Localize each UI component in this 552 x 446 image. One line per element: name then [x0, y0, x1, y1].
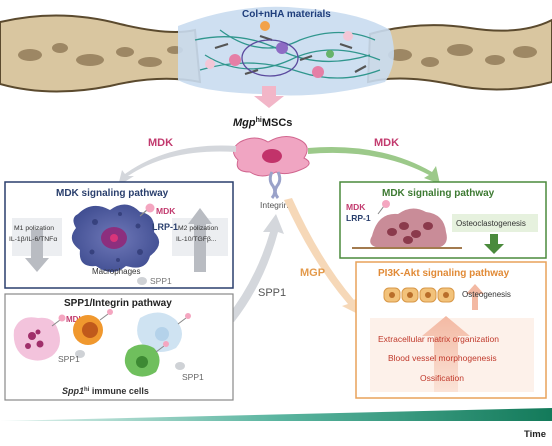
- mdk-right-panel: MDK signaling pathway MDK LRP-1 Osteocla…: [339, 181, 547, 259]
- time-label: Time: [524, 429, 546, 440]
- osteoclast-cell: [370, 208, 447, 248]
- spp1-panel-mdk: MDK: [66, 315, 84, 324]
- m2-line1: M2 polization: [178, 225, 218, 232]
- integrin-receptor: [268, 171, 282, 199]
- arrow-down-to-msc: [254, 86, 284, 108]
- spp1-caption: Spp1hi immune cells: [62, 386, 149, 396]
- mdk-right-ligand-icon: [382, 200, 390, 208]
- pi3k-panel: PI3K-Akt signaling pathway Osteogenesis …: [355, 261, 547, 399]
- spp1-left: SPP1: [150, 276, 172, 286]
- spp1-arrow-label: SPP1: [258, 287, 286, 299]
- mdk-left-label: MDK: [148, 137, 173, 149]
- mdk-right-label: MDK: [374, 137, 399, 149]
- mdk-left-title: MDK signaling pathway: [56, 188, 169, 199]
- m1-down-arrow: [25, 230, 49, 272]
- arrow-spp1: [226, 214, 284, 322]
- integrin-label: Integrin: [260, 200, 289, 210]
- m1-line2: IL-1β/IL-6/TNFα: [9, 236, 57, 243]
- pi3k-item-3: Ossification: [420, 373, 464, 383]
- arrow-mdk-left: [118, 145, 236, 186]
- lrp1-left: LRP-1: [152, 222, 178, 232]
- mdk-left-ligand: MDK: [156, 206, 176, 216]
- mdk-right-ligand: MDK: [346, 202, 366, 212]
- pi3k-item-2: Blood vessel morphogenesis: [388, 353, 497, 363]
- mdk-ligand-icon: [145, 203, 155, 213]
- neutrophil-cell: [13, 317, 60, 361]
- bone-graft-illustration: Col+nHA materials: [0, 6, 552, 96]
- time-bar: [0, 408, 552, 421]
- macrophages-label: Macrophages: [92, 267, 140, 276]
- osteogenesis-up-arrow: [466, 284, 484, 310]
- spp1-panel-title: SPP1/Integrin pathway: [64, 298, 172, 309]
- pi3k-item-1: Extracellular matrix organization: [378, 334, 499, 344]
- osteoclast-down-arrow: [484, 234, 504, 254]
- pi3k-up-arrow: [422, 316, 470, 392]
- msc-title: MgphiMSCs: [233, 117, 292, 129]
- spp1-panel: SPP1/Integrin pathway MDK SPP1 SPP1 Spp1…: [4, 293, 234, 401]
- osteoblast-row: [383, 287, 455, 303]
- mdk-left-panel: MDK signaling pathway M1 polization IL-1…: [4, 181, 234, 289]
- material-title: Col+nHA materials: [242, 9, 331, 20]
- mdk-right-title: MDK signaling pathway: [382, 188, 495, 199]
- osteogenesis-label: Osteogenesis: [462, 290, 511, 299]
- pi3k-title: PI3K-Akt signaling pathway: [378, 268, 510, 279]
- mgp-label: MGP: [300, 267, 325, 279]
- m2-line2: IL-10/TGFβ...: [176, 236, 217, 243]
- m1-line1: M1 polization: [14, 225, 54, 232]
- spp1-b: SPP1: [182, 372, 204, 382]
- msc-cell: [233, 136, 310, 177]
- lrp1-right: LRP-1: [346, 213, 371, 223]
- osteoclastogenesis-label: Osteoclastogenesis: [456, 219, 526, 228]
- arrow-mdk-right: [308, 147, 440, 184]
- spp1-a: SPP1: [58, 354, 80, 364]
- spp1-bubble-icon: [137, 277, 147, 285]
- arrow-mgp: [284, 198, 359, 314]
- m2-up-arrow: [188, 208, 212, 272]
